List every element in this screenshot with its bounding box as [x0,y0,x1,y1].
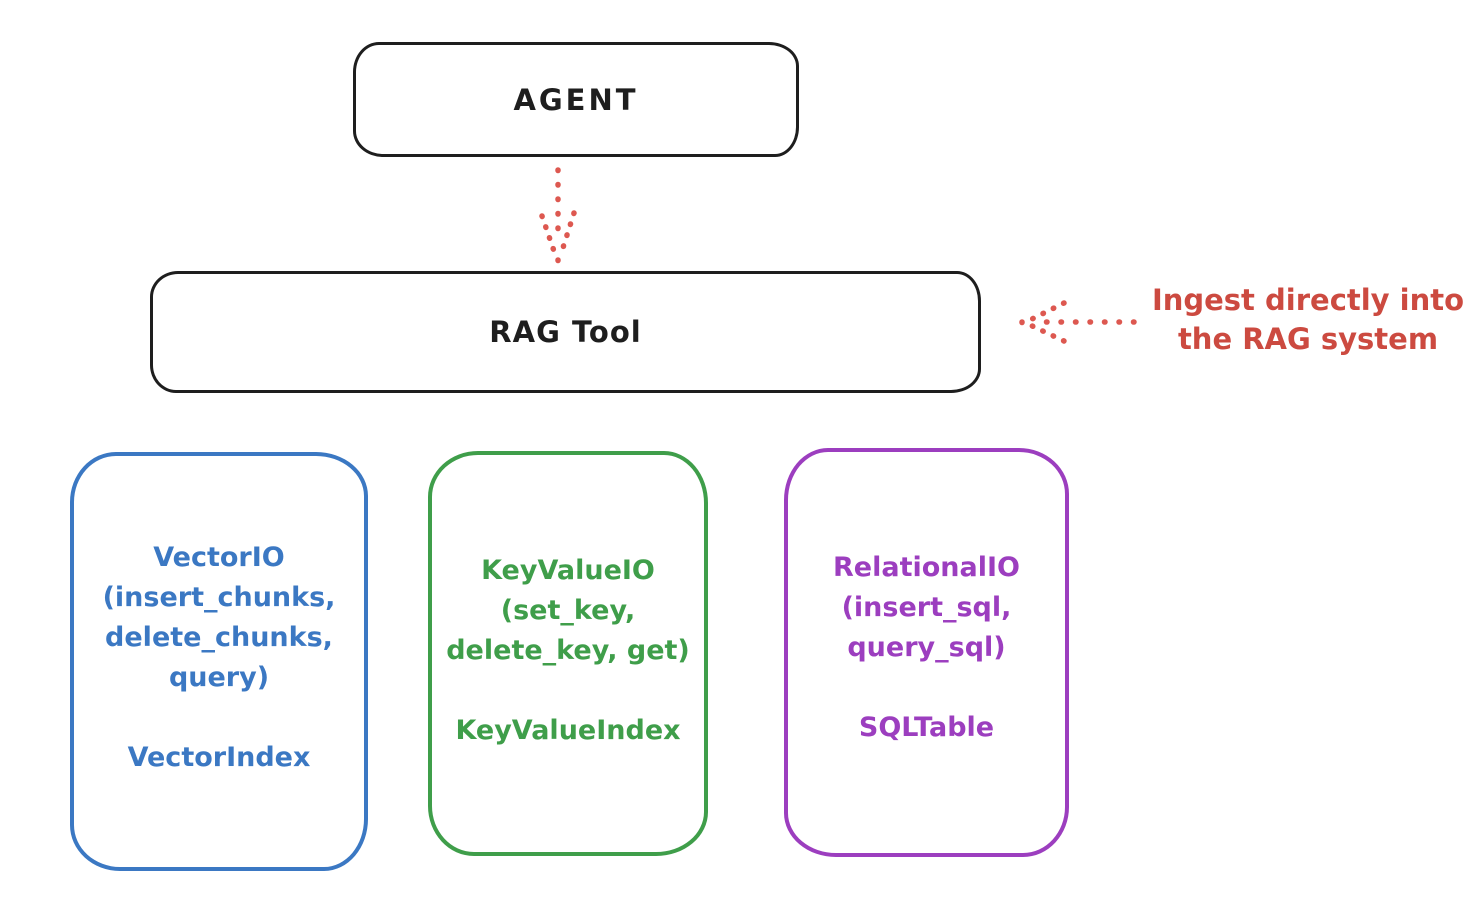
keyvalue-io-line: KeyValueIO [481,555,655,586]
agent-to-ragtool-arrow [539,167,577,264]
vector-io-line: delete_chunks, [105,622,333,653]
relational-io-box: RelationalIO (insert_sql, query_sql) SQL… [784,448,1069,857]
agent-box: AGENT [353,42,799,157]
annotation-line-1: Ingest directly into [1151,283,1465,317]
annotation-line-2: the RAG system [1177,322,1439,356]
relational-io-line: (insert_sql, [841,592,1012,623]
keyvalue-index-label: KeyValueIndex [455,715,681,746]
rag-tool-box: RAG Tool [150,271,981,393]
keyvalue-io-box: KeyValueIO (set_key, delete_key, get) Ke… [428,451,708,856]
vector-io-label: VectorIO (insert_chunks, delete_chunks, … [103,538,336,698]
keyvalue-io-line: delete_key, get) [446,635,690,666]
annotation-text: Ingest directly into the RAG system [1138,281,1478,359]
agent-box-label: AGENT [513,82,639,117]
rag-tool-box-label: RAG Tool [489,315,642,349]
relational-io-line: RelationalIO [833,552,1020,583]
relational-io-line: query_sql) [847,632,1006,663]
vector-io-line: VectorIO [153,542,285,573]
vector-io-box: VectorIO (insert_chunks, delete_chunks, … [70,452,368,871]
vector-io-line: (insert_chunks, [102,582,336,613]
relational-io-label: RelationalIO (insert_sql, query_sql) [833,548,1020,668]
vector-index-label: VectorIndex [127,742,311,773]
annotation-arrow [1019,300,1137,344]
keyvalue-io-line: (set_key, [500,595,636,626]
keyvalue-io-label: KeyValueIO (set_key, delete_key, get) [446,551,690,671]
sql-table-label: SQLTable [858,712,995,743]
vector-io-line: query) [168,662,270,693]
